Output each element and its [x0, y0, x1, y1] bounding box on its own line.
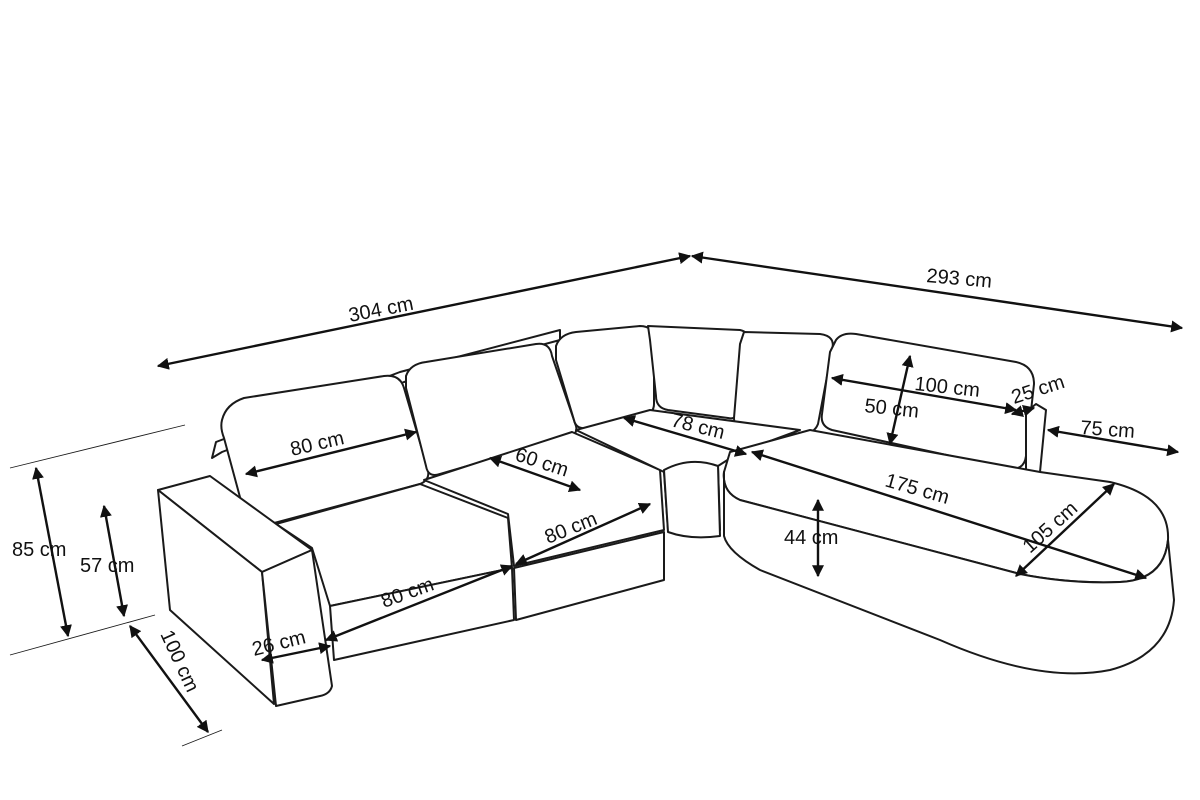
arrow-100-right: [830, 373, 1018, 415]
guide-lines: [9, 424, 223, 747]
arrow-57: [100, 504, 128, 618]
label-100-depth: 100 cm: [155, 627, 203, 696]
arrow-75: [1046, 425, 1180, 457]
arrow-78: [622, 415, 748, 457]
seat-front-corner: [663, 460, 721, 539]
dimension-arrows: [32, 251, 1184, 733]
arrow-80-back: [244, 428, 418, 478]
arrow-293: [690, 251, 1184, 333]
arrow-100: [129, 625, 209, 733]
label-57: 57 cm: [80, 555, 134, 577]
arrow-50: [886, 354, 914, 446]
armrest-left-side: [157, 489, 275, 705]
arrow-25: [1010, 405, 1036, 417]
label-44: 44 cm: [784, 527, 838, 549]
arrow-304: [156, 252, 692, 370]
label-304: 304 cm: [347, 293, 416, 327]
arrow-80-middle: [514, 502, 652, 566]
armrest-left-front: [261, 549, 333, 707]
right-back-frame: [1025, 403, 1047, 479]
backrest-cushion-corner-center: [647, 325, 750, 420]
backrest-cushion-corner-right: [733, 331, 834, 435]
arrow-26: [260, 642, 332, 664]
label-75: 75 cm: [1080, 417, 1136, 443]
label-85: 85 cm: [12, 539, 66, 561]
arrow-60: [488, 455, 582, 493]
sofa-outline: [157, 325, 1175, 707]
arrow-85: [32, 466, 72, 638]
label-293: 293 cm: [926, 265, 993, 293]
arrow-105: [1015, 483, 1115, 577]
arrow-80-front: [324, 564, 514, 642]
